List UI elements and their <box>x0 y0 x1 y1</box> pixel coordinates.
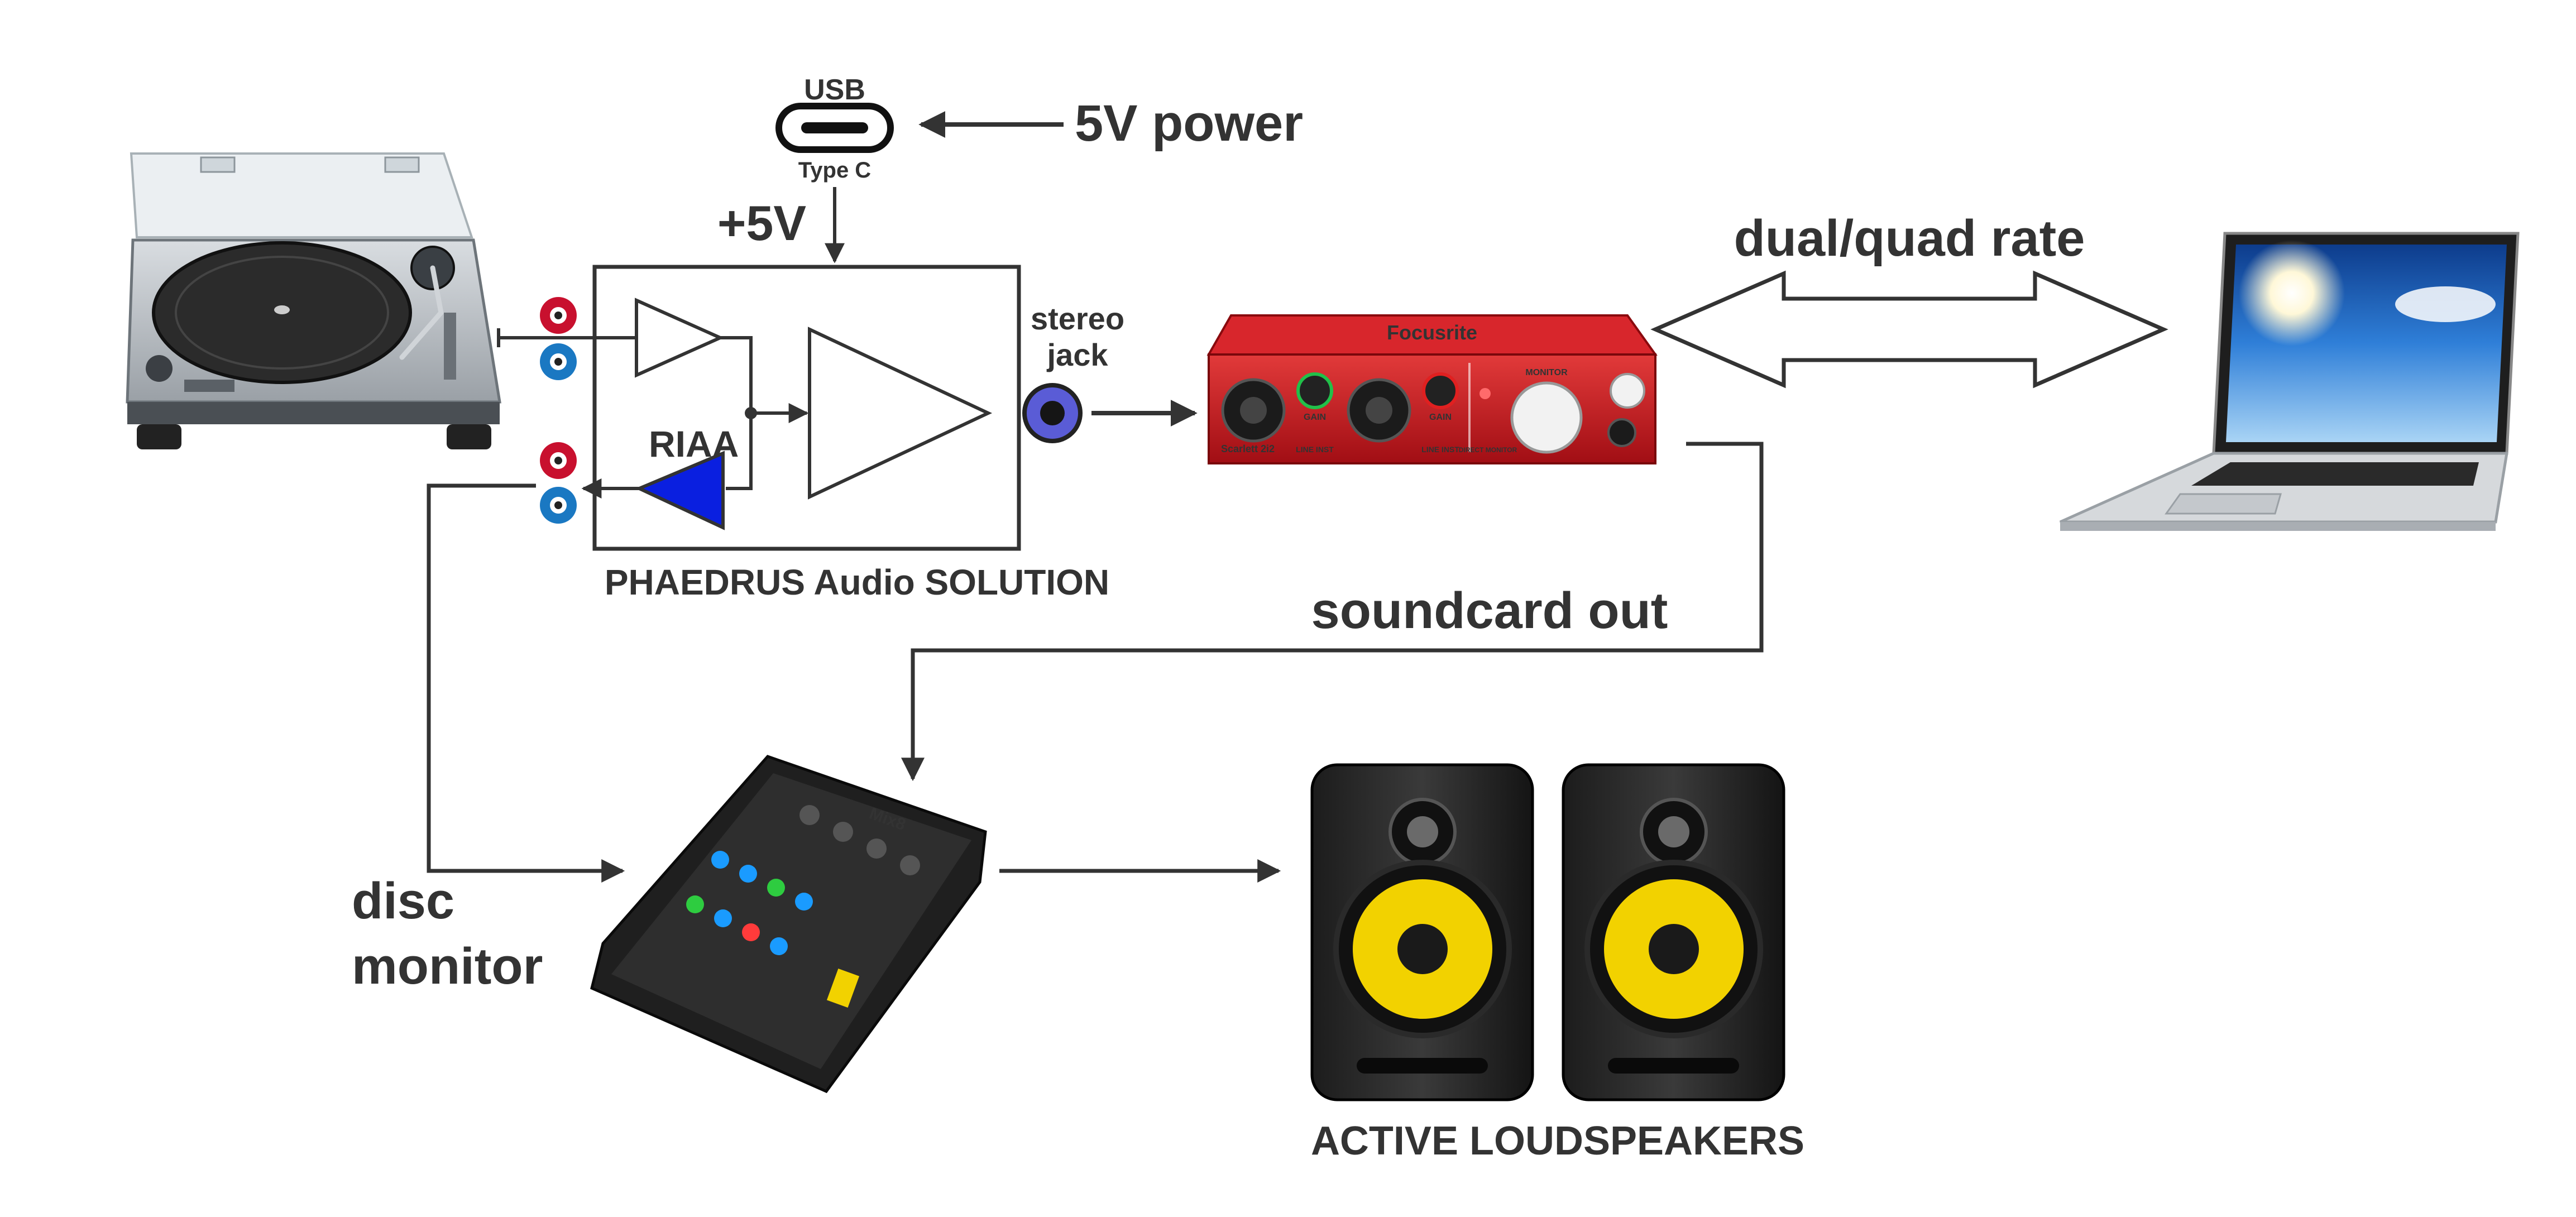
mixer-knob-4 <box>795 893 813 911</box>
monitor-knob <box>1510 381 1583 454</box>
gain-label-2: GAIN <box>1429 413 1452 422</box>
turntable-foot-left <box>137 424 181 449</box>
rca-input-blue-pin <box>554 358 562 366</box>
turntable-hinge-right <box>384 156 420 173</box>
mixer-knob-2 <box>739 865 757 883</box>
gain-knob-2 <box>1422 372 1459 409</box>
mixer-knob-3 <box>767 879 785 897</box>
soundcard-model: Scarlett 2i2 <box>1221 443 1275 454</box>
mixer-knob-7 <box>742 923 760 941</box>
soundcard-divider <box>1468 363 1471 452</box>
mixer-knob-8 <box>770 937 788 955</box>
soundcard: Focusrite GAIN GAIN MONITOR Scarlett 2i2… <box>1206 314 1658 464</box>
turntable-dust-cover <box>130 152 473 238</box>
line-inst-label-1: LINE INST <box>1296 445 1334 454</box>
soundcard-brand: Focusrite <box>1387 321 1477 344</box>
riaa-label: RIAA <box>649 423 739 464</box>
stereo-jack-hole <box>1040 401 1065 425</box>
plus5v-label: +5V <box>717 195 806 251</box>
phaedrus-box <box>592 265 1021 551</box>
turntable-base <box>127 402 500 424</box>
rca-input-red-pin <box>554 312 562 319</box>
gain-label-1: GAIN <box>1304 413 1326 422</box>
power-label: 5V power <box>1075 95 1303 152</box>
laptop <box>2059 232 2520 531</box>
monitor-label: MONITOR <box>1525 368 1568 377</box>
usb-label: USB <box>804 74 865 106</box>
combo-input-2-hole <box>1366 397 1392 424</box>
usb-c-connector-inner <box>801 122 868 133</box>
preamp-triangle <box>635 298 725 378</box>
riaa-triangle <box>635 451 725 530</box>
turntable-start-button <box>146 355 173 382</box>
speaker-right-dust-cap <box>1649 924 1699 974</box>
headphone-knob <box>1610 373 1645 409</box>
soundcard-out-label: soundcard out <box>1311 582 1668 639</box>
speaker-right-port <box>1608 1058 1739 1074</box>
gain-knob-1 <box>1296 372 1333 409</box>
speaker-left-port <box>1357 1058 1488 1074</box>
soundcard-out-line <box>901 442 1764 782</box>
mixer-meter <box>826 968 860 1008</box>
monitor-label-main: monitor <box>352 938 543 995</box>
turntable <box>126 152 501 449</box>
turntable-foot-right <box>447 424 491 449</box>
turntable-tonearm <box>399 265 444 360</box>
disc-monitor-line <box>427 483 625 883</box>
direct-monitor-label: DIRECT MONITOR <box>1459 446 1517 454</box>
turntable-platter-rim <box>175 256 389 370</box>
line-inst-label-2: LINE INST <box>1421 445 1459 454</box>
dual-quad-rate-label: dual/quad rate <box>1734 210 2085 267</box>
type-c-label: Type C <box>798 158 871 183</box>
laptop-screen-cloud <box>2395 286 2496 322</box>
speaker-right-tweeter <box>1658 816 1689 847</box>
speaker-left-tweeter <box>1407 816 1438 847</box>
mixer: Mix8 <box>590 755 987 1094</box>
turntable-speed-buttons <box>184 380 234 392</box>
dual-quad-double-arrow <box>1650 270 2168 389</box>
mixer-knob-1 <box>711 851 729 869</box>
disc-label: disc <box>352 873 454 929</box>
speaker-left-dust-cap <box>1397 924 1448 974</box>
active-loudspeakers-label: ACTIVE LOUDSPEAKERS <box>1311 1119 1804 1163</box>
jack-label: jack <box>1047 337 1109 372</box>
turntable-spindle <box>274 305 290 314</box>
stereo-label: stereo <box>1031 301 1124 336</box>
speaker-right <box>1562 763 1785 1101</box>
turntable-hinge-left <box>200 156 236 173</box>
speaker-left <box>1310 763 1534 1101</box>
mixer-jack-3 <box>866 839 887 859</box>
main-amp-triangle <box>808 327 993 500</box>
laptop-screen-sun <box>2239 240 2345 346</box>
laptop-trackpad <box>2165 493 2282 515</box>
phantom-led <box>1479 388 1491 399</box>
turntable-pitch-slider <box>444 313 456 380</box>
rca-output-red-pin <box>554 457 562 464</box>
headphone-jack <box>1607 418 1636 447</box>
mixer-jack-1 <box>799 805 820 825</box>
rca-output-blue-pin <box>554 501 562 509</box>
mixer-jack-4 <box>900 855 920 875</box>
mixer-jack-2 <box>833 822 853 842</box>
laptop-keyboard <box>2191 462 2479 486</box>
mixer-knob-5 <box>686 895 704 913</box>
laptop-front-edge <box>2060 522 2496 531</box>
mixer-knob-6 <box>714 909 732 927</box>
phaedrus-label: PHAEDRUS Audio SOLUTION <box>605 562 1109 602</box>
combo-input-1-hole <box>1240 397 1267 424</box>
